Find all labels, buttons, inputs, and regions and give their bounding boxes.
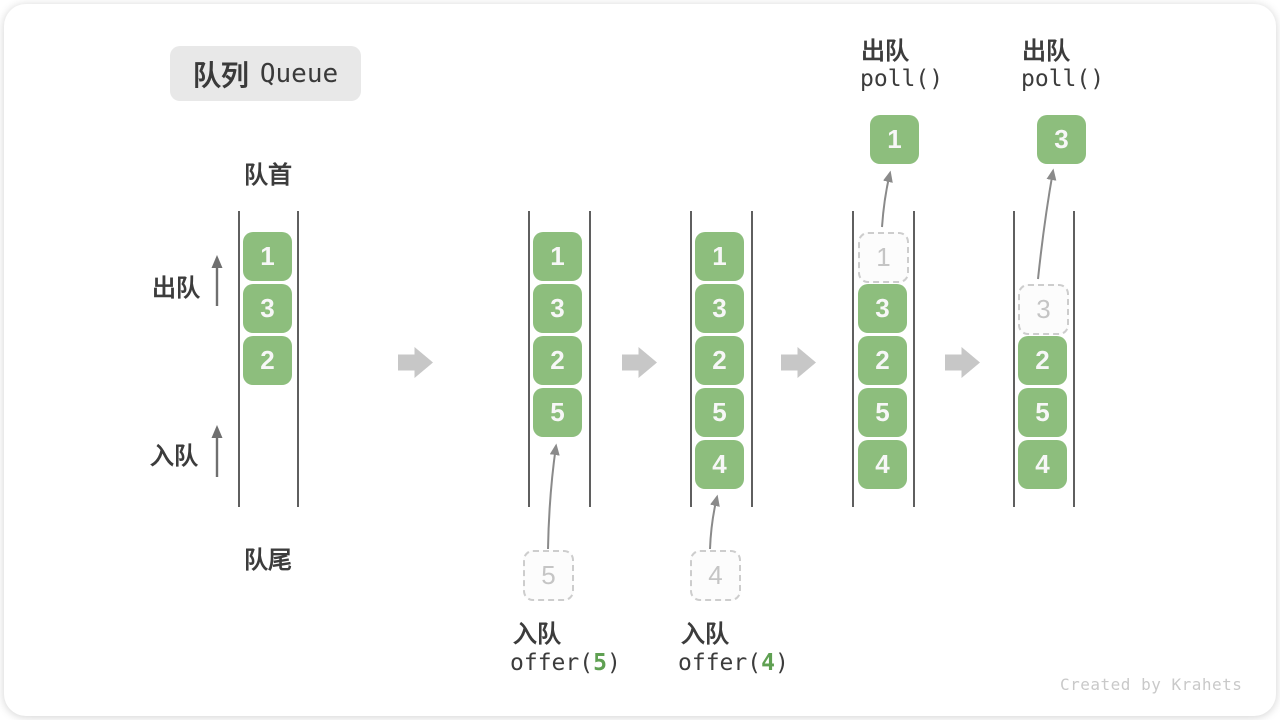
queue-rail [1073,211,1075,507]
dequeue-op-code: poll() [860,66,944,92]
queue-rear-label: 队尾 [244,547,292,574]
watermark: Created by Krahets [1060,675,1243,694]
dequeue-side-label: 出队 [152,275,200,302]
queue-rail [690,211,692,507]
enqueue-op-code: offer(5) [510,650,621,676]
queue-rail [238,211,240,507]
enqueue-side-label: 入队 [150,443,198,470]
queue-item-removed: 1 [858,232,909,283]
code-arg: 4 [761,650,775,676]
queue-rail [297,211,299,507]
queue-item: 3 [243,284,292,333]
diagram-panel [4,4,1276,716]
queue-rail [913,211,915,507]
title-zh: 队列 [192,59,249,91]
queue-item: 1 [695,232,744,281]
queue-item: 2 [695,336,744,385]
queue-rail [852,211,854,507]
queue-rail [1013,211,1015,507]
enqueue-op-label: 入队 [513,621,561,648]
queue-item: 2 [1018,336,1067,385]
code-text: offer( [510,650,594,676]
diagram-title: 队列 Queue [170,46,361,101]
dequeue-op-label: 出队 [1022,38,1070,65]
dequeue-op-code: poll() [1021,66,1105,92]
queue-item-popped: 1 [870,115,919,164]
code-text: ) [606,650,621,676]
queue-item: 2 [533,336,582,385]
queue-item-removed: 3 [1018,284,1069,335]
queue-rail [751,211,753,507]
queue-item: 1 [533,232,582,281]
queue-item: 4 [1018,440,1067,489]
queue-item: 5 [533,388,582,437]
queue-item-pending: 4 [690,550,741,601]
queue-item: 2 [858,336,907,385]
queue-item: 5 [858,388,907,437]
queue-item-popped: 3 [1037,115,1086,164]
queue-item: 5 [1018,388,1067,437]
dequeue-op-label: 出队 [861,38,909,65]
queue-item: 5 [695,388,744,437]
title-en: Queue [259,58,339,89]
queue-item: 3 [858,284,907,333]
enqueue-op-label: 入队 [681,621,729,648]
code-text: ) [774,650,789,676]
enqueue-op-code: offer(4) [678,650,789,676]
queue-item: 3 [533,284,582,333]
queue-item: 1 [243,232,292,281]
queue-item: 4 [695,440,744,489]
queue-item: 3 [695,284,744,333]
code-text: offer( [678,650,762,676]
queue-item: 4 [858,440,907,489]
queue-item: 2 [243,336,292,385]
queue-front-label: 队首 [244,162,292,189]
queue-rail [589,211,591,507]
code-arg: 5 [593,650,607,676]
queue-item-pending: 5 [523,550,574,601]
queue-rail [528,211,530,507]
